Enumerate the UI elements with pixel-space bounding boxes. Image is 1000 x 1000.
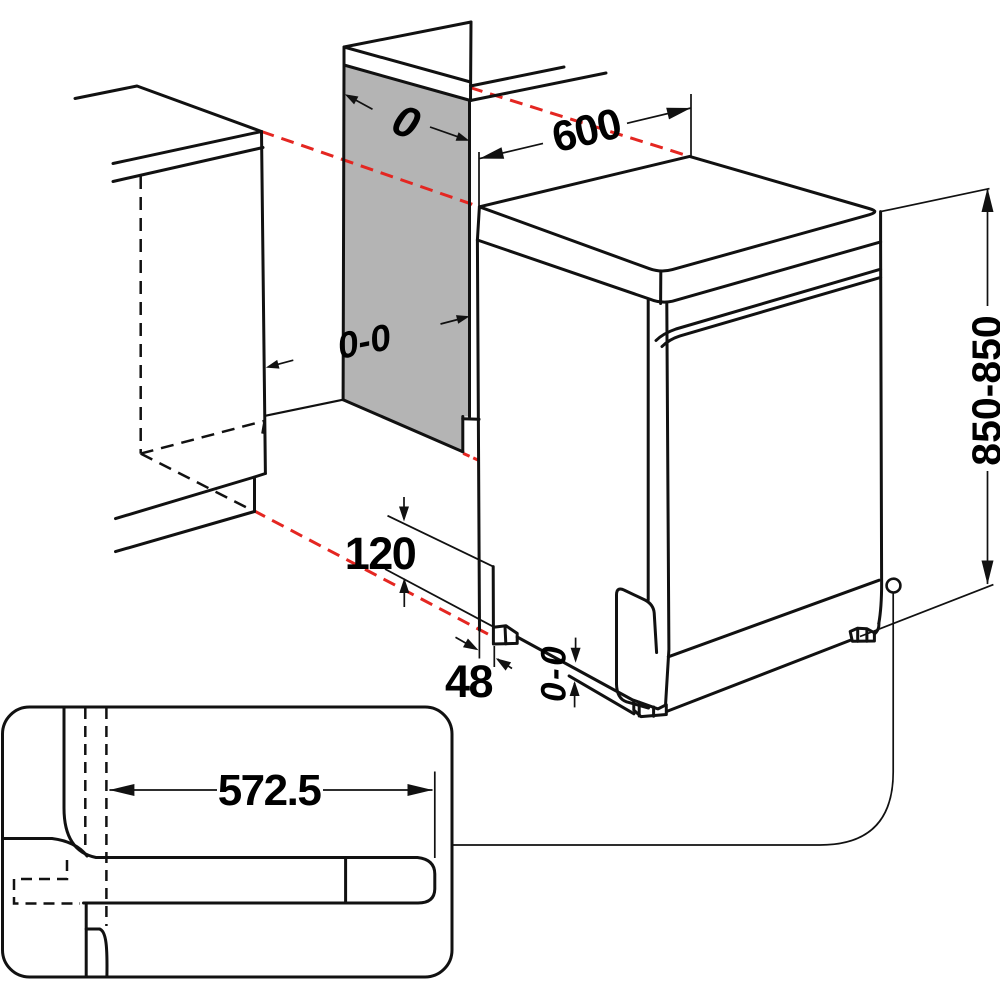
svg-text:572.5: 572.5 <box>218 766 322 815</box>
svg-text:0-0: 0-0 <box>535 644 574 702</box>
svg-text:120: 120 <box>345 528 416 579</box>
svg-text:850-850: 850-850 <box>964 315 1000 465</box>
svg-text:0-0: 0-0 <box>334 316 395 367</box>
svg-text:48: 48 <box>445 656 493 707</box>
